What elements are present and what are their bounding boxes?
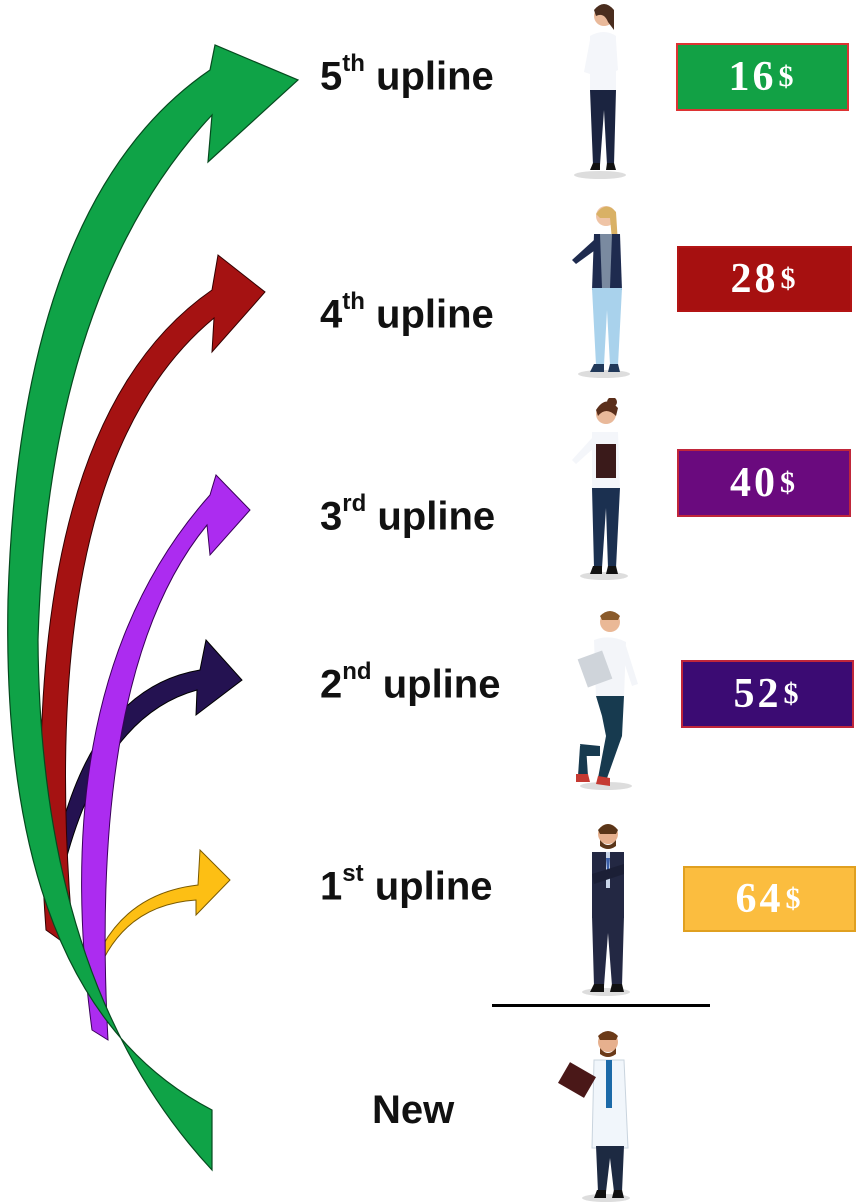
woman-figure-icon <box>574 4 626 179</box>
man-suit-figure-icon <box>582 824 630 996</box>
level-label-5th: 5th upline <box>320 52 494 99</box>
reward-badge-2nd: 52$ <box>681 660 854 728</box>
arrow-to-1st-upline <box>85 848 231 989</box>
reward-badge-1st: 64$ <box>683 866 856 932</box>
level-suffix: th <box>342 50 365 77</box>
reward-currency: $ <box>785 882 804 915</box>
level-number: 1 <box>320 864 343 909</box>
new-label-text: New <box>372 1088 455 1132</box>
level-word: upline <box>376 54 494 99</box>
level-label-3rd: 3rd upline <box>320 492 496 539</box>
reward-amount: 16 <box>728 54 777 100</box>
level-suffix: th <box>342 288 365 315</box>
level-number: 4 <box>320 292 343 337</box>
level-label-4th: 4th upline <box>320 290 494 337</box>
woman-jeans-figure-icon <box>572 206 630 378</box>
level-number: 5 <box>320 54 343 99</box>
arrow-to-2nd-upline <box>47 638 243 894</box>
level-suffix: rd <box>342 490 367 517</box>
woman-folder-figure-icon <box>572 398 628 580</box>
level-word: upline <box>376 292 494 337</box>
reward-badge-5th: 16$ <box>676 43 849 111</box>
reward-currency: $ <box>778 60 797 93</box>
level-suffix: nd <box>342 658 372 685</box>
reward-amount: 52 <box>733 671 782 717</box>
level-label-1st: 1st upline <box>320 862 493 909</box>
level-word: upline <box>374 864 493 909</box>
reward-currency: $ <box>780 262 799 295</box>
doctor-figure-icon <box>558 1031 630 1202</box>
level-suffix: st <box>342 860 364 887</box>
reward-currency: $ <box>783 677 802 710</box>
new-label: New <box>372 1090 454 1130</box>
reward-currency: $ <box>780 466 798 499</box>
reward-amount: 40 <box>730 460 778 506</box>
arrow-to-5th-upline <box>7 44 300 1172</box>
reward-amount: 28 <box>730 256 779 302</box>
reward-badge-4th: 28$ <box>677 246 852 312</box>
level-number: 2 <box>320 662 343 707</box>
level-word: upline <box>377 494 496 539</box>
level-number: 3 <box>320 494 343 539</box>
divider-line <box>492 1004 710 1007</box>
arrow-to-3rd-upline <box>81 474 251 1041</box>
level-label-2nd: 2nd upline <box>320 660 501 707</box>
man-laptop-figure-icon <box>576 611 638 790</box>
reward-amount: 64 <box>735 876 784 922</box>
level-word: upline <box>382 662 501 707</box>
reward-badge-3rd: 40$ <box>677 449 851 517</box>
